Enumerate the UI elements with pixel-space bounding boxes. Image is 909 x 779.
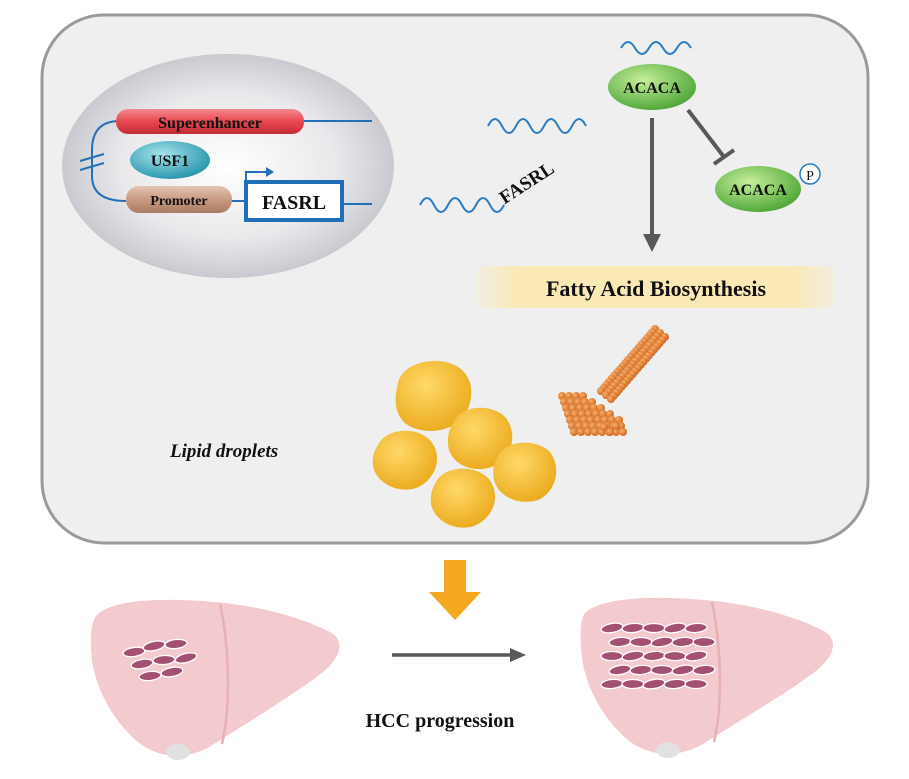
tumor-cell [642, 622, 666, 634]
tumor-cell [684, 622, 708, 634]
superenhancer-element [116, 109, 304, 134]
lipid-droplets-label: Lipid droplets [169, 441, 278, 462]
inhibition-line [686, 108, 726, 159]
liver-early [90, 599, 340, 760]
tumor-cell [650, 636, 674, 648]
superenhancer-label: Superenhancer [158, 115, 262, 132]
lipid-droplet [447, 407, 513, 470]
down-arrow [429, 560, 481, 620]
fasrl-rna-strand-2 [419, 197, 505, 213]
fatty-acid-particle [577, 428, 585, 436]
fasrl-rna-strand-3 [620, 41, 692, 55]
tumor-cell [642, 678, 666, 690]
tumor-cell [621, 678, 645, 690]
fasrl-rna-strand-1 [487, 118, 587, 134]
fatty-acid-particle [612, 428, 620, 436]
acaca-phospho-protein [715, 166, 801, 212]
tumor-cell [174, 652, 198, 664]
pathway-band [476, 266, 836, 308]
tumor-cell [621, 650, 645, 662]
promoter-element [126, 186, 232, 213]
tumor-cell [684, 678, 708, 690]
tumor-cell [600, 622, 624, 634]
acaca-label: ACACA [623, 80, 681, 97]
fatty-acid-particle [619, 428, 627, 436]
tumor-cell [692, 636, 716, 648]
tumor-cell [600, 650, 624, 662]
acaca-protein [608, 64, 696, 110]
dna-strand [91, 120, 372, 205]
fatty-acid-particle [612, 422, 620, 430]
tumor-cell [629, 636, 653, 648]
tumor-cell [650, 664, 674, 676]
lipid-droplets [372, 360, 557, 528]
tumor-cell [663, 650, 687, 662]
tumor-cell [692, 664, 716, 676]
fasrl-gene-box [244, 180, 344, 222]
tumor-cells-early [122, 638, 198, 682]
fasrl-gene-label: FASRL [262, 192, 326, 214]
fatty-acid-particle-arrow [558, 325, 669, 436]
fatty-acid-particle [591, 428, 599, 436]
phosphate-icon [799, 163, 821, 185]
tumor-cell [160, 666, 184, 678]
fatty-acid-particle [600, 423, 608, 431]
usf1-label: USF1 [151, 153, 189, 170]
lipid-droplet [372, 430, 438, 490]
tumor-cell [671, 664, 695, 676]
usf1-protein [130, 141, 210, 179]
fatty-acid-particle [607, 395, 615, 403]
dna-break-icon [79, 153, 105, 171]
fatty-acid-particle [606, 428, 614, 436]
inhibition-bar [712, 148, 736, 166]
acaca-phospho-label: ACACA [729, 182, 787, 199]
tumor-cell [164, 638, 188, 650]
lipid-droplet [395, 360, 472, 431]
liver-advanced [580, 597, 833, 758]
promoter-label: Promoter [150, 194, 207, 209]
tumor-cell [684, 650, 708, 662]
progression-label: HCC progression [366, 710, 515, 732]
phosphate-label: P [806, 169, 814, 184]
tumor-cell [663, 622, 687, 634]
lipid-droplet [493, 442, 557, 502]
lipid-droplet [430, 468, 496, 528]
pathway-label: Fatty Acid Biosynthesis [546, 276, 766, 301]
tumor-cells-advanced [600, 622, 716, 690]
fatty-acid-particle [570, 428, 578, 436]
fatty-acid-particle [584, 428, 592, 436]
tumor-cell [608, 664, 632, 676]
nucleus [62, 54, 394, 278]
